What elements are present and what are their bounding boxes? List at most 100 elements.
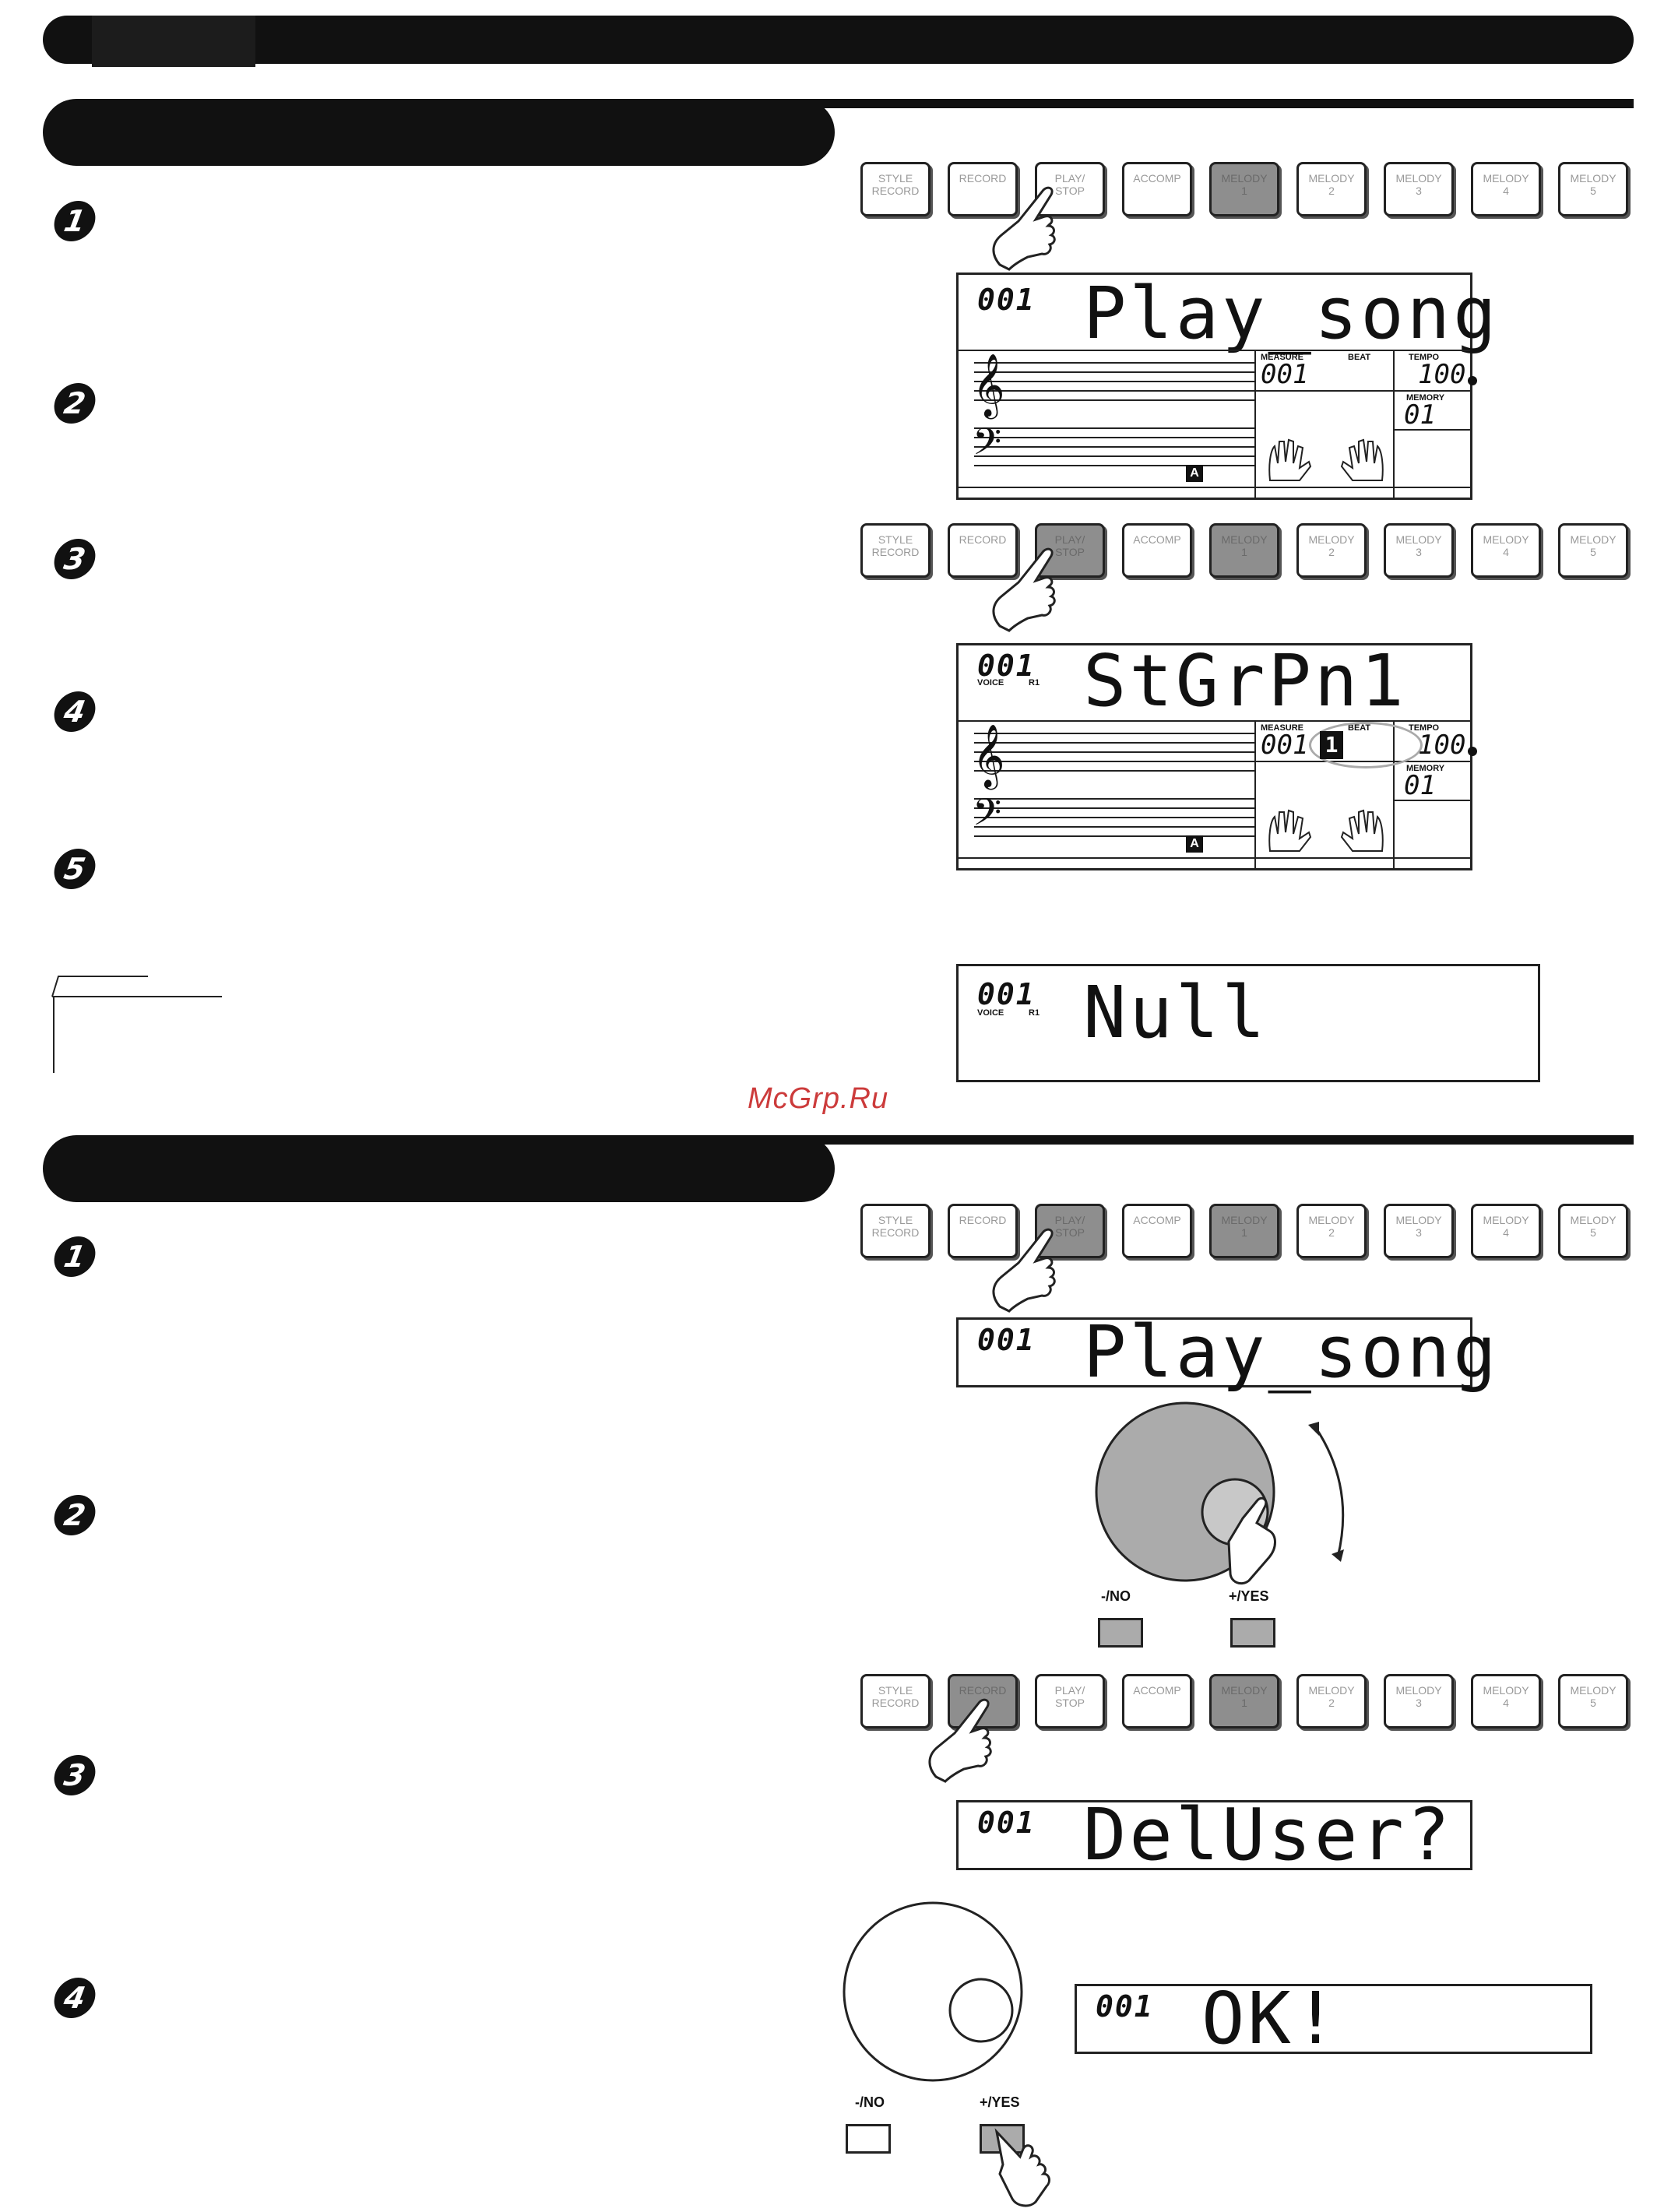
lcd-number: 001	[977, 1323, 1036, 1357]
melody-3-button[interactable]: MELODY 3	[1384, 1674, 1454, 1728]
treble-clef-icon: 𝄞	[973, 723, 1005, 787]
lcd-display-1: 001 Play_song 𝄞 𝄢 MEASURE BEAT TEMPO MEM…	[956, 273, 1497, 500]
melody-1-button[interactable]: MELODY 1	[1209, 162, 1279, 216]
memory-value: 01	[1404, 399, 1436, 431]
data-dial[interactable]	[1090, 1401, 1370, 1588]
pointing-hand-icon	[992, 186, 1056, 271]
section-a-indicator: A	[1186, 465, 1203, 482]
bass-clef-icon: 𝄢	[973, 420, 1002, 473]
pointing-hand-icon	[928, 1698, 992, 1783]
tempo-value: 100	[1418, 730, 1466, 761]
step-1-badge: 1	[51, 201, 99, 241]
pointing-hand-icon	[994, 2128, 1050, 2207]
melody-5-button[interactable]: MELODY 5	[1558, 1204, 1628, 1258]
melody-3-button[interactable]: MELODY 3	[1384, 162, 1454, 216]
step-3-badge: 3	[51, 1755, 99, 1795]
lcd-display-5: 001 DelUser?	[956, 1793, 1472, 1876]
lcd-number: 001	[1096, 1989, 1154, 2024]
yes-button[interactable]	[1230, 1618, 1275, 1648]
step-4-badge: 4	[51, 691, 99, 732]
accomp-button[interactable]: ACCOMP	[1122, 1674, 1192, 1728]
melody-5-button[interactable]: MELODY 5	[1558, 523, 1628, 578]
melody-2-button[interactable]: MELODY 2	[1296, 523, 1367, 578]
melody-1-button[interactable]: MELODY 1	[1209, 1674, 1279, 1728]
button-row-3: STYLE RECORD RECORD PLAY/ STOP ACCOMP ME…	[860, 1204, 1639, 1258]
beat-value: 1	[1320, 731, 1343, 759]
hands-icon	[1268, 809, 1384, 852]
melody-4-button[interactable]: MELODY 4	[1471, 1674, 1541, 1728]
section-a-indicator: A	[1186, 835, 1203, 853]
pointing-hand-icon	[992, 547, 1056, 632]
style-record-button[interactable]: STYLE RECORD	[860, 1674, 931, 1728]
button-row-4: STYLE RECORD RECORD PLAY/ STOP ACCOMP ME…	[860, 1674, 1639, 1728]
lcd-number: 001	[977, 283, 1036, 317]
melody-4-button[interactable]: MELODY 4	[1471, 162, 1541, 216]
tempo-value: 100	[1418, 359, 1466, 390]
accomp-button[interactable]: ACCOMP	[1122, 1204, 1192, 1258]
lcd-main-text: StGrPn1	[1083, 639, 1407, 723]
play-stop-button[interactable]: PLAY/ STOP	[1035, 1674, 1105, 1728]
button-row-1: STYLE RECORD RECORD PLAY/ STOP ACCOMP ME…	[860, 162, 1639, 216]
melody-5-button[interactable]: MELODY 5	[1558, 162, 1628, 216]
button-row-2: STYLE RECORD RECORD PLAY/ STOP ACCOMP ME…	[860, 523, 1639, 578]
lcd-main-text: Play_song	[1083, 1310, 1500, 1394]
style-record-button[interactable]: STYLE RECORD	[860, 523, 931, 578]
lcd-number: 001	[977, 977, 1036, 1011]
melody-2-button[interactable]: MELODY 2	[1296, 1204, 1367, 1258]
lcd-main-text: Null	[1083, 971, 1268, 1054]
step-3-badge: 3	[51, 539, 99, 579]
section-1-header	[43, 99, 835, 166]
step-2-badge: 2	[51, 1495, 99, 1535]
memory-value: 01	[1404, 770, 1436, 801]
watermark: McGrp.Ru	[748, 1082, 889, 1115]
accomp-button[interactable]: ACCOMP	[1122, 162, 1192, 216]
treble-clef-icon: 𝄞	[973, 353, 1005, 417]
bass-clef-icon: 𝄢	[973, 790, 1002, 843]
beat-highlight-ellipse	[1309, 722, 1423, 768]
lcd-main-text: OK!	[1201, 1977, 1341, 2060]
lcd-display-6: 001 OK!	[1075, 1977, 1592, 2060]
yes-label: +/YES	[1229, 1588, 1269, 1604]
melody-2-button[interactable]: MELODY 2	[1296, 1674, 1367, 1728]
lcd-display-3: 001 VOICE R1 Null	[956, 964, 1540, 1082]
melody-1-button[interactable]: MELODY 1	[1209, 1204, 1279, 1258]
style-record-button[interactable]: STYLE RECORD	[860, 162, 931, 216]
measure-value: 001	[1261, 730, 1309, 761]
accomp-button[interactable]: ACCOMP	[1122, 523, 1192, 578]
step-4-badge: 4	[51, 1978, 99, 2018]
lcd-number: 001	[977, 649, 1036, 683]
melody-4-button[interactable]: MELODY 4	[1471, 1204, 1541, 1258]
style-record-button[interactable]: STYLE RECORD	[860, 1204, 931, 1258]
lcd-display-4: 001 Play_song	[956, 1317, 1497, 1388]
record-button[interactable]: RECORD	[948, 523, 1018, 578]
section-1-rule	[779, 99, 1634, 108]
step-5-badge: 5	[51, 849, 99, 889]
lcd-main-text: DelUser?	[1083, 1793, 1454, 1876]
data-dial[interactable]	[841, 1900, 1028, 2087]
melody-1-button[interactable]: MELODY 1	[1209, 523, 1279, 578]
no-button[interactable]	[1098, 1618, 1143, 1648]
hands-icon	[1268, 438, 1384, 481]
record-button[interactable]: RECORD	[948, 162, 1018, 216]
lcd-number: 001	[977, 1806, 1036, 1840]
melody-3-button[interactable]: MELODY 3	[1384, 523, 1454, 578]
pointing-hand-icon	[1227, 1496, 1276, 1585]
melody-3-button[interactable]: MELODY 3	[1384, 1204, 1454, 1258]
no-label: -/NO	[855, 2094, 885, 2110]
melody-2-button[interactable]: MELODY 2	[1296, 162, 1367, 216]
lcd-main-text: Play_song	[1083, 272, 1500, 355]
note-bracket	[51, 976, 222, 1073]
melody-5-button[interactable]: MELODY 5	[1558, 1674, 1628, 1728]
lcd-display-2: 001 VOICE R1 StGrPn1 𝄞 𝄢 MEASURE BEAT TE…	[956, 639, 1477, 870]
melody-4-button[interactable]: MELODY 4	[1471, 523, 1541, 578]
step-2-badge: 2	[51, 383, 99, 424]
record-button[interactable]: RECORD	[948, 1204, 1018, 1258]
step-1-badge: 1	[51, 1236, 99, 1277]
section-2-rule	[779, 1135, 1634, 1145]
header-tab	[92, 16, 255, 67]
pointing-hand-icon	[992, 1228, 1056, 1313]
rotate-arrow-icon	[1314, 1427, 1345, 1558]
measure-value: 001	[1261, 359, 1309, 390]
yes-label: +/YES	[980, 2094, 1020, 2110]
no-button[interactable]	[846, 2124, 891, 2154]
